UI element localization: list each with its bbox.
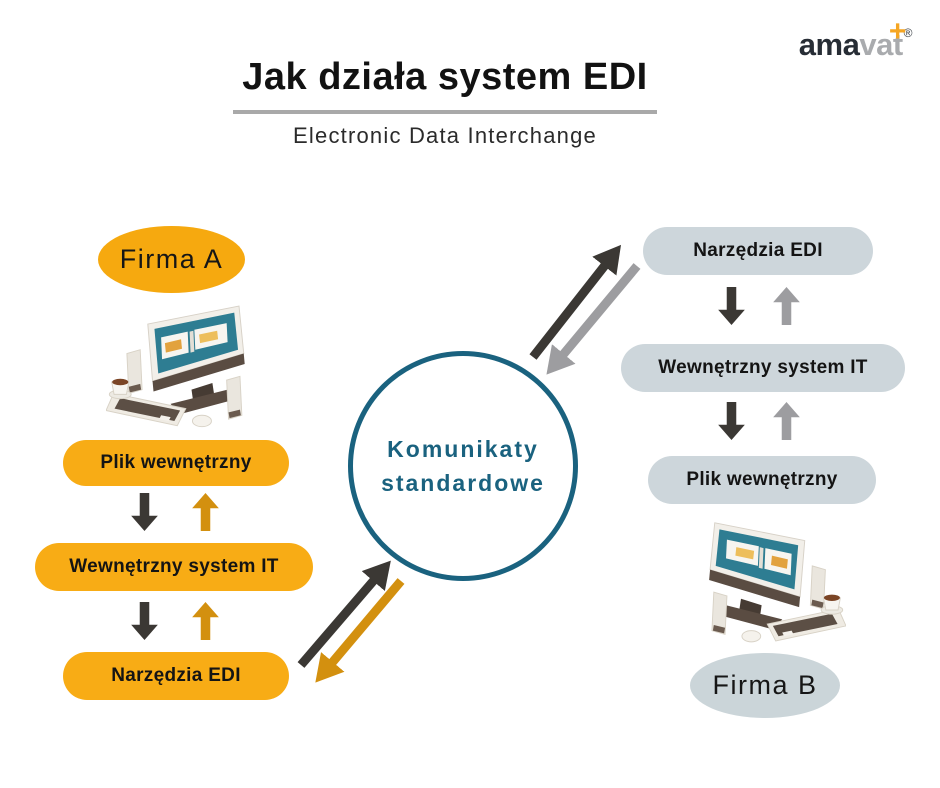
process-step-b-wewnetrzny-system-it: Wewnętrzny system IT (621, 344, 905, 392)
title-underline (233, 110, 657, 114)
process-step-b-plik-wewnetrzny: Plik wewnętrzny (648, 456, 876, 504)
diagonal-arrow-orange-to-a (315, 578, 405, 683)
process-step-a-plik-wewnetrzny: Plik wewnętrzny (63, 440, 289, 486)
logo-text-gray: va (859, 27, 893, 62)
header: Jak działa system EDI Electronic Data In… (0, 56, 890, 149)
registered-trademark-symbol: ® (903, 26, 913, 40)
arrow-down-icon (131, 492, 158, 532)
arrow-up-icon (192, 601, 219, 641)
desktop-computer-a-illustration (106, 305, 246, 428)
standard-messages-circle: Komunikaty standardowe (348, 351, 578, 581)
arrow-down-icon (718, 401, 745, 441)
arrow-down-icon (718, 286, 745, 326)
amavat-logo: amavat+® (798, 15, 913, 63)
diagonal-arrow-black-to-b (529, 244, 622, 360)
page-title: Jak działa system EDI (242, 56, 648, 98)
page-subtitle: Electronic Data Interchange (293, 123, 597, 148)
logo-text-dark: ama (798, 27, 860, 62)
circle-label-line2: standardowe (381, 470, 545, 496)
company-b-badge: Firma B (690, 653, 840, 718)
arrow-up-icon (773, 286, 800, 326)
process-step-b-narzedzia-edi: Narzędzia EDI (643, 227, 873, 275)
logo-letter-t: t+ (888, 15, 907, 62)
desktop-computer-b-illustration (708, 522, 846, 643)
company-a-badge: Firma A (98, 226, 245, 293)
arrow-up-icon (192, 492, 219, 532)
circle-label-line1: Komunikaty (387, 435, 539, 462)
process-step-a-narzedzia-edi: Narzędzia EDI (63, 652, 289, 700)
arrow-up-icon (773, 401, 800, 441)
arrow-down-icon (131, 601, 158, 641)
diagonal-arrow-gray-to-circle (546, 263, 641, 375)
diagonal-arrow-black-to-circle (297, 560, 391, 668)
logo-plus-icon: + (888, 15, 907, 48)
process-step-a-wewnetrzny-system-it: Wewnętrzny system IT (35, 543, 313, 591)
